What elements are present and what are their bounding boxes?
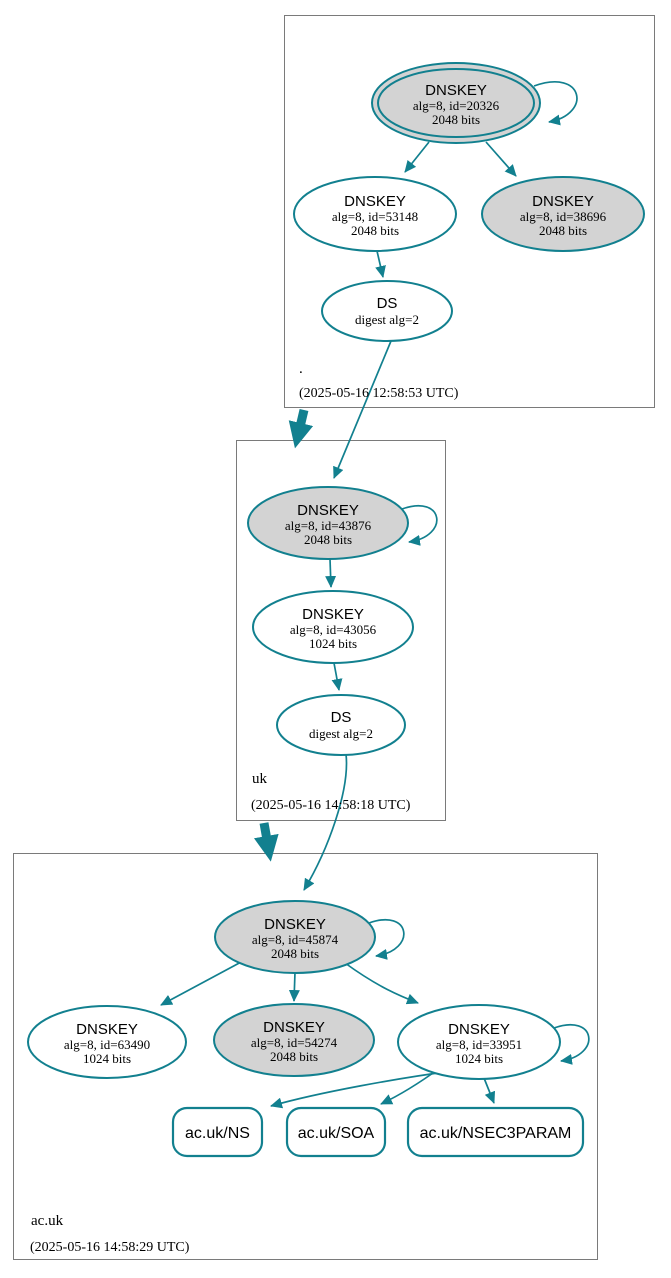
edge-43876-to-43056 xyxy=(325,558,337,588)
svg-text:DNSKEY: DNSKEY xyxy=(302,606,364,623)
svg-text:DS: DS xyxy=(377,295,398,312)
edge-45874-to-63490 xyxy=(160,960,244,1006)
svg-text:2048 bits: 2048 bits xyxy=(539,223,587,238)
zone-timestamp-uk: (2025-05-16 14:58:18 UTC) xyxy=(251,798,411,813)
svg-text:alg=8, id=43056: alg=8, id=43056 xyxy=(290,622,377,637)
zone-label-ac-uk: ac.uk xyxy=(31,1213,64,1229)
svg-text:DNSKEY: DNSKEY xyxy=(264,916,326,933)
svg-text:1024 bits: 1024 bits xyxy=(309,636,357,651)
dnskey-node-33951[interactable]: DNSKEY alg=8, id=33951 1024 bits xyxy=(397,1004,561,1080)
edge-53148-to-ds-root xyxy=(375,250,386,278)
self-loop-dnskey-33951 xyxy=(553,1023,590,1065)
svg-text:digest alg=2: digest alg=2 xyxy=(309,726,373,741)
self-loop-dnskey-20326 xyxy=(533,81,578,126)
svg-text:DNSKEY: DNSKEY xyxy=(76,1021,138,1038)
delegation-arrow-root-to-uk xyxy=(288,408,314,449)
edge-20326-to-53148 xyxy=(404,141,430,173)
ds-node-uk[interactable]: DS digest alg=2 xyxy=(276,694,406,756)
svg-text:1024 bits: 1024 bits xyxy=(83,1051,131,1066)
svg-text:DNSKEY: DNSKEY xyxy=(297,502,359,519)
edge-33951-to-nsec3param xyxy=(483,1077,496,1104)
rrset-node-ac-uk-nsec3param[interactable]: ac.uk/NSEC3PARAM xyxy=(406,1106,585,1158)
edge-20326-to-38696 xyxy=(485,141,517,177)
svg-text:2048 bits: 2048 bits xyxy=(270,1049,318,1064)
svg-text:alg=8, id=20326: alg=8, id=20326 xyxy=(413,98,500,113)
dnskey-node-43056[interactable]: DNSKEY alg=8, id=43056 1024 bits xyxy=(252,590,414,664)
svg-text:DNSKEY: DNSKEY xyxy=(532,193,594,210)
svg-text:digest alg=2: digest alg=2 xyxy=(355,312,419,327)
svg-text:alg=8, id=63490: alg=8, id=63490 xyxy=(64,1037,150,1052)
svg-text:2048 bits: 2048 bits xyxy=(351,223,399,238)
svg-text:ac.uk/NSEC3PARAM: ac.uk/NSEC3PARAM xyxy=(420,1125,572,1142)
edge-45874-to-33951 xyxy=(344,962,419,1005)
svg-text:alg=8, id=53148: alg=8, id=53148 xyxy=(332,209,418,224)
svg-text:1024 bits: 1024 bits xyxy=(455,1051,503,1066)
svg-text:alg=8, id=38696: alg=8, id=38696 xyxy=(520,209,607,224)
svg-text:DNSKEY: DNSKEY xyxy=(344,193,406,210)
svg-text:2048 bits: 2048 bits xyxy=(432,112,480,127)
edge-45874-to-54274 xyxy=(288,971,300,1002)
svg-text:DS: DS xyxy=(331,709,352,726)
rrset-node-ac-uk-soa[interactable]: ac.uk/SOA xyxy=(285,1106,387,1158)
svg-text:alg=8, id=45874: alg=8, id=45874 xyxy=(252,932,339,947)
zone-timestamp-root: (2025-05-16 12:58:53 UTC) xyxy=(299,386,459,401)
svg-text:ac.uk/SOA: ac.uk/SOA xyxy=(298,1125,375,1142)
dnskey-node-43876-ksk[interactable]: DNSKEY alg=8, id=43876 2048 bits xyxy=(247,486,409,560)
self-loop-dnskey-43876 xyxy=(401,504,438,546)
delegation-arrow-uk-to-ac-uk xyxy=(253,822,279,862)
svg-text:DNSKEY: DNSKEY xyxy=(425,82,487,99)
rrset-node-ac-uk-ns[interactable]: ac.uk/NS xyxy=(171,1106,264,1158)
svg-text:alg=8, id=33951: alg=8, id=33951 xyxy=(436,1037,522,1052)
svg-text:DNSKEY: DNSKEY xyxy=(448,1021,510,1038)
svg-text:ac.uk/NS: ac.uk/NS xyxy=(185,1125,250,1142)
edge-ds-uk-to-45874 xyxy=(303,753,348,891)
edge-ds-root-to-43876 xyxy=(333,340,392,479)
dnskey-node-53148[interactable]: DNSKEY alg=8, id=53148 2048 bits xyxy=(293,176,457,252)
dnskey-node-45874-ksk[interactable]: DNSKEY alg=8, id=45874 2048 bits xyxy=(214,900,376,974)
zone-label-uk: uk xyxy=(252,771,268,787)
ds-node-root[interactable]: DS digest alg=2 xyxy=(321,280,453,342)
svg-text:alg=8, id=43876: alg=8, id=43876 xyxy=(285,518,372,533)
zone-timestamp-ac-uk: (2025-05-16 14:58:29 UTC) xyxy=(30,1240,190,1255)
svg-text:2048 bits: 2048 bits xyxy=(271,946,319,961)
svg-text:alg=8, id=54274: alg=8, id=54274 xyxy=(251,1035,338,1050)
dnskey-node-20326-ksk[interactable]: DNSKEY alg=8, id=20326 2048 bits xyxy=(371,62,541,144)
dnskey-node-54274[interactable]: DNSKEY alg=8, id=54274 2048 bits xyxy=(213,1003,375,1077)
self-loop-dnskey-45874 xyxy=(368,918,405,960)
svg-text:DNSKEY: DNSKEY xyxy=(263,1019,325,1036)
svg-text:2048 bits: 2048 bits xyxy=(304,532,352,547)
edge-43056-to-ds-uk xyxy=(331,662,343,691)
dnskey-node-38696[interactable]: DNSKEY alg=8, id=38696 2048 bits xyxy=(481,176,645,252)
zone-label-root: . xyxy=(299,361,303,377)
dnskey-node-63490[interactable]: DNSKEY alg=8, id=63490 1024 bits xyxy=(27,1005,187,1079)
